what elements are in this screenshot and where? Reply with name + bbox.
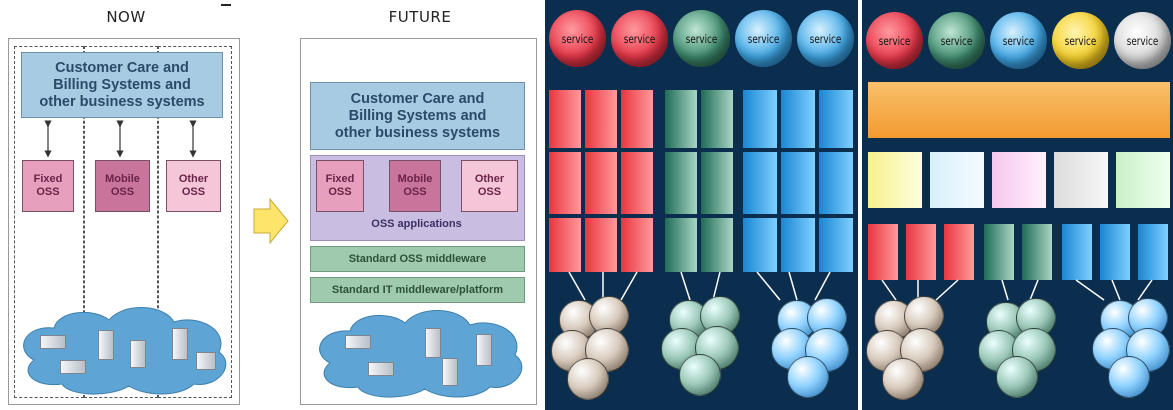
resource-block [1022,224,1052,280]
now-title: NOW [106,8,146,26]
silo-block [819,152,853,214]
common-platform-bar [868,82,1170,138]
panel2-service-5: service [1114,12,1171,69]
now-connector-arrows [44,120,197,158]
silo-block [819,90,853,148]
resource-block [1062,224,1092,280]
resource-block [868,224,898,280]
future-server-5 [368,362,394,376]
silo-block [585,152,617,214]
silo-block [621,90,653,148]
future-other-oss: Other OSS [461,160,518,212]
silo-block [781,218,815,272]
standard-oss-middleware: Standard OSS middleware [310,246,525,272]
now-column-other [158,46,232,398]
silo-block [665,90,697,148]
panel2-cloud-brown-5 [882,358,924,400]
silo-block [781,152,815,214]
silo-block [665,218,697,272]
pastel-block-grey [1054,152,1108,208]
now-to-future-arrow [253,197,289,245]
silo-block [781,90,815,148]
pastel-block-pink [992,152,1046,208]
now-server-3 [130,340,146,368]
silo-block [585,90,617,148]
future-server-1 [345,335,371,349]
panel-divider [858,0,862,410]
panel2-service-1: service [866,12,923,69]
now-mobile-oss: Mobile OSS [95,160,150,212]
resource-block [1138,224,1168,280]
panel1-service-3: service [673,10,730,67]
panel1-service-5: service [797,10,854,67]
future-title: FUTURE [388,8,452,26]
panel1-service-2: service [611,10,668,67]
silo-block [665,152,697,214]
standard-it-middleware: Standard IT middleware/platform [310,277,525,303]
future-fixed-oss: Fixed OSS [316,160,364,212]
panel2-service-4: service [1052,12,1109,69]
silo-block [585,218,617,272]
now-server-4 [172,328,188,360]
panel1-cloud-green-5 [679,354,721,396]
silo-panel: service service service service service [545,0,858,410]
silo-block [621,218,653,272]
future-server-3 [442,358,458,386]
silo-block [549,90,581,148]
panel1-service-1: service [549,10,606,67]
panel2-cloud-green-5 [996,356,1038,398]
now-column-fixed [14,46,84,398]
now-server-6 [196,352,216,370]
resource-block [984,224,1014,280]
panel1-cloud-blue-4 [805,328,849,372]
panel2-cloud-blue-5 [1108,356,1150,398]
now-fixed-oss: Fixed OSS [22,160,74,212]
layered-panel: service service service service service [862,0,1173,410]
panel1-cloud-brown-5 [567,358,609,400]
panel2-service-3: service [990,12,1047,69]
resource-block [906,224,936,280]
future-server-4 [476,334,492,366]
silo-block [621,152,653,214]
resource-block [1100,224,1130,280]
now-network-cloud [23,307,227,395]
now-customer-care-box: Customer Care and Billing Systems and ot… [21,52,223,118]
resource-block [944,224,974,280]
now-server-1 [40,335,66,349]
future-network-cloud [319,310,523,398]
silo-block [701,152,733,214]
pastel-block-yellow [868,152,922,208]
future-customer-care-box: Customer Care and Billing Systems and ot… [310,82,525,150]
panel1-links [568,271,831,301]
now-server-5 [60,360,86,374]
dash-mark [221,4,231,6]
now-server-2 [98,330,114,360]
panel2-service-2: service [928,12,985,69]
silo-block [743,152,777,214]
pastel-block-lightblue [930,152,984,208]
now-other-oss: Other OSS [166,160,221,212]
silo-block [549,152,581,214]
silo-block [819,218,853,272]
panel2-links [881,279,1153,301]
pastel-block-green [1116,152,1170,208]
future-server-2 [425,328,441,358]
silo-block [701,90,733,148]
panel1-service-4: service [735,10,792,67]
future-mobile-oss: Mobile OSS [389,160,441,212]
silo-block [549,218,581,272]
panel1-cloud-blue-5 [787,356,829,398]
silo-block [701,218,733,272]
oss-applications-label: OSS applications [371,218,462,230]
now-column-mobile [84,46,158,398]
silo-block [743,218,777,272]
silo-block [743,90,777,148]
